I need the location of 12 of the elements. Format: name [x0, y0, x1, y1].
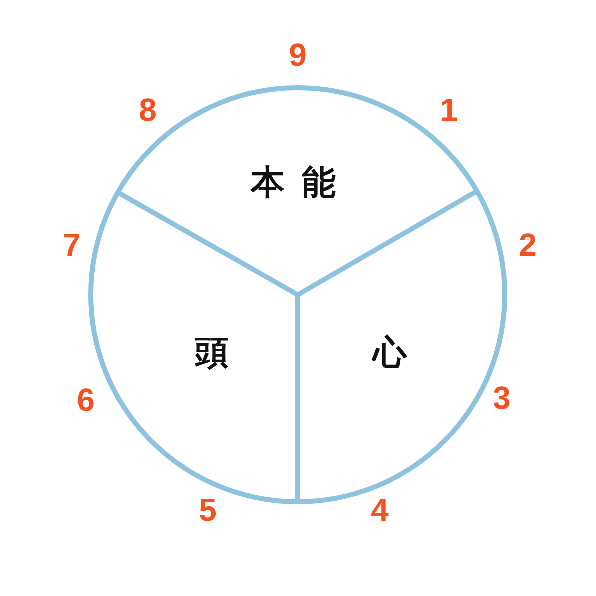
point-number: 2	[519, 229, 537, 261]
point-number: 5	[199, 494, 217, 526]
point-number: 9	[289, 39, 307, 71]
point-number: 6	[77, 384, 95, 416]
point-number: 1	[440, 94, 458, 126]
sector-label: 本能	[251, 166, 353, 200]
sector-label: 頭	[195, 336, 229, 370]
point-number: 7	[63, 229, 81, 261]
point-number: 4	[371, 494, 389, 526]
sector-label: 心	[373, 336, 407, 370]
point-number: 3	[493, 382, 511, 414]
point-number: 8	[139, 94, 157, 126]
